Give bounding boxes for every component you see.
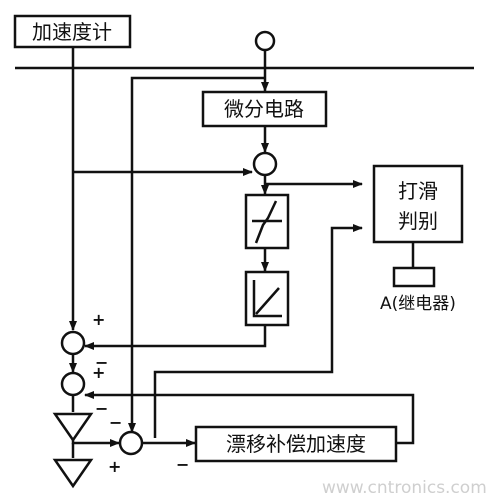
sum-node-1 xyxy=(60,330,86,356)
watermark: www.cntronics.com xyxy=(322,478,487,498)
wire-terminal-to-sum3 xyxy=(128,76,265,433)
relay-box xyxy=(392,266,436,288)
wire-feedback-to-slip xyxy=(153,224,363,438)
integrator-axis-icon xyxy=(252,280,282,318)
sum1-top-sign: + xyxy=(92,310,105,329)
comparator-node xyxy=(252,151,278,177)
wire-integrator-to-sum1 xyxy=(84,325,267,350)
relay-label: A(继电器) xyxy=(380,294,456,314)
sum3-top-sign: − xyxy=(109,413,122,432)
sum2-top-sign: + xyxy=(92,363,105,382)
accelerometer-box xyxy=(13,14,132,49)
accelerometer-label: 加速度计 xyxy=(32,20,112,44)
amplifier-1 xyxy=(52,412,94,443)
sum1-left-sign: − xyxy=(95,353,108,372)
sum-node-2 xyxy=(60,371,86,397)
wire-drift-feedback xyxy=(84,391,415,445)
slip-judge-box xyxy=(372,164,464,244)
slip-judge-label-2: 判别 xyxy=(398,209,438,233)
drift-comp-label: 漂移补偿加速度 xyxy=(226,432,366,456)
sum3-bottom-sign: + xyxy=(108,457,121,476)
sum3-right-sign: − xyxy=(176,455,189,474)
integrator-ramp-icon xyxy=(255,287,280,315)
deadzone-curve-icon xyxy=(254,200,278,244)
sum-node-3 xyxy=(118,430,144,456)
drift-comp-box xyxy=(194,425,398,463)
sum2-left-sign: − xyxy=(95,399,108,418)
amplifier-2 xyxy=(52,458,94,489)
wire-amp1-to-sum3 xyxy=(71,439,120,447)
input-terminal xyxy=(254,30,276,52)
differentiator-label: 微分电路 xyxy=(224,97,304,121)
slip-judge-label-1: 打滑 xyxy=(398,179,438,203)
